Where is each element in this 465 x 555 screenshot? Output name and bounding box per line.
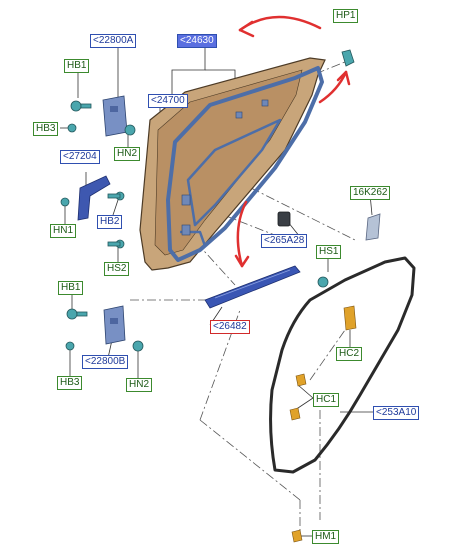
upper-hinge-22800a xyxy=(102,95,128,137)
label-hm1[interactable]: HM1 xyxy=(312,530,340,544)
label-hc2[interactable]: HC2 xyxy=(336,347,363,361)
insulator-16k262 xyxy=(365,213,381,241)
door-frame-details xyxy=(181,99,269,236)
label-253a10[interactable]: <253A10 xyxy=(373,406,420,420)
label-hb3-top[interactable]: HB3 xyxy=(33,122,59,136)
label-26482[interactable]: <26482 xyxy=(210,320,250,334)
label-hb1-top[interactable]: HB1 xyxy=(64,59,90,73)
label-hn2-bottom[interactable]: HN2 xyxy=(126,378,153,392)
rail-26482 xyxy=(204,265,301,309)
label-24630[interactable]: <24630 xyxy=(177,34,217,48)
clips xyxy=(289,305,357,543)
label-hc1[interactable]: HC1 xyxy=(313,393,340,407)
label-hs1[interactable]: HS1 xyxy=(316,245,342,259)
label-22800b[interactable]: <22800B xyxy=(82,355,129,369)
label-hn1[interactable]: HN1 xyxy=(50,224,77,238)
label-hb3-bottom[interactable]: HB3 xyxy=(57,376,83,390)
bumper-265a28 xyxy=(277,211,291,227)
label-27204[interactable]: <27204 xyxy=(60,150,100,164)
lower-hinge-22800b xyxy=(103,305,126,345)
weatherstrip-253a10 xyxy=(269,256,416,474)
fasteners xyxy=(60,49,355,352)
label-24700[interactable]: <24700 xyxy=(148,94,188,108)
label-22800a[interactable]: <22800A xyxy=(90,34,137,48)
door-check-27204 xyxy=(77,175,111,221)
label-hn2-top[interactable]: HN2 xyxy=(114,147,141,161)
label-hp1[interactable]: HP1 xyxy=(333,9,359,23)
label-hs2[interactable]: HS2 xyxy=(104,262,130,276)
label-hb1-bottom[interactable]: HB1 xyxy=(58,281,84,295)
label-hb2[interactable]: HB2 xyxy=(97,215,123,229)
label-16k262[interactable]: 16K262 xyxy=(350,186,391,200)
label-265a28[interactable]: <265A28 xyxy=(261,234,308,248)
red-arrows xyxy=(234,15,351,268)
